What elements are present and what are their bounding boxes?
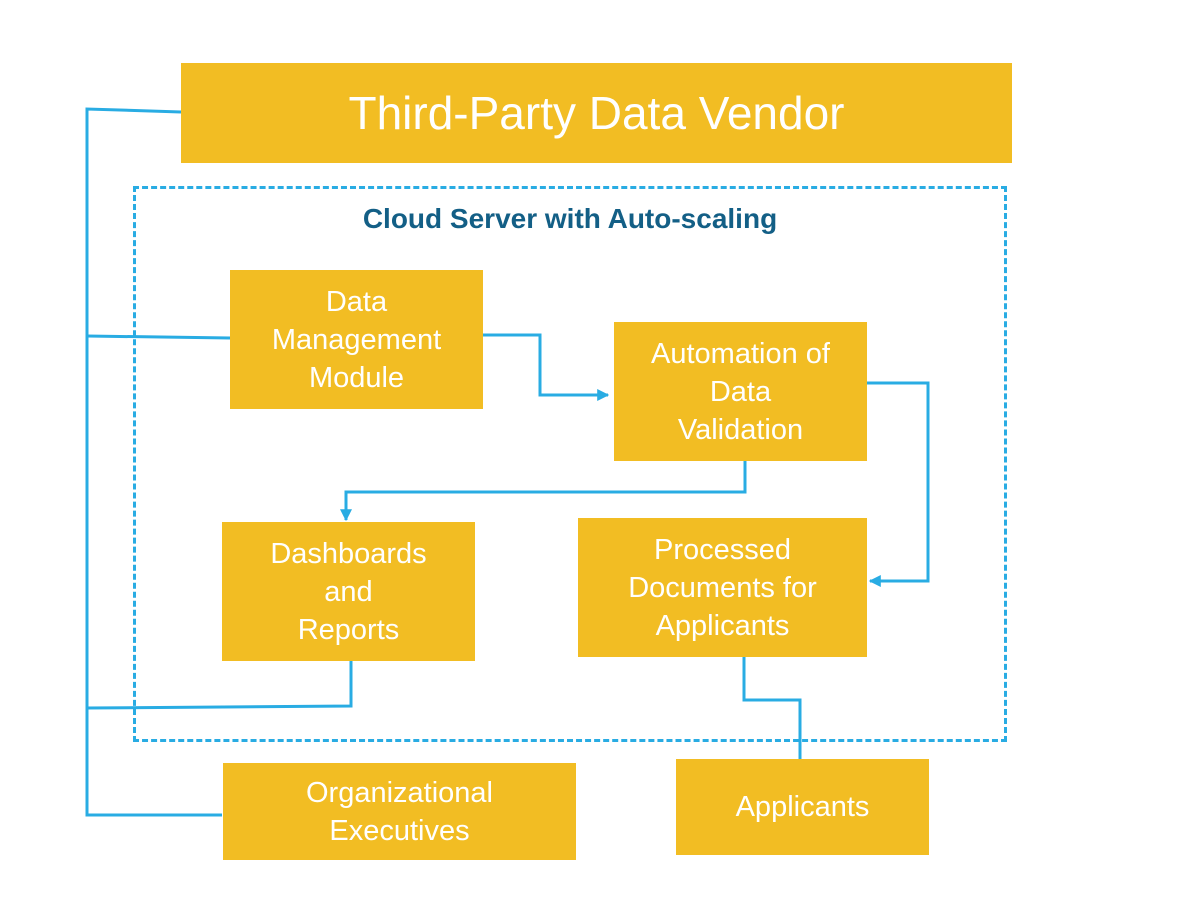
- data-management-module-box: Data Management Module: [230, 270, 483, 409]
- processed-documents-box: Processed Documents for Applicants: [578, 518, 867, 657]
- applicants-label: Applicants: [735, 791, 870, 823]
- processed-docs-label: Processed Documents for Applicants: [628, 533, 817, 642]
- third-party-data-vendor-box: Third-Party Data Vendor: [181, 63, 1012, 163]
- trunk-to-data-management-line: [86, 334, 231, 340]
- dashboards-to-trunk-line: [86, 661, 353, 710]
- cloud-server-boundary: [133, 186, 1007, 742]
- applicants-box: Applicants: [676, 759, 929, 855]
- cloud-server-title: Cloud Server with Auto-scaling: [362, 203, 778, 234]
- data-management-to-automation-arrow: [483, 333, 610, 401]
- dashboards-reports-box: Dashboards and Reports: [222, 522, 475, 661]
- automation-to-processed-docs-arrow: [866, 381, 930, 587]
- automation-to-dashboards-arrow: [340, 461, 747, 522]
- processed-docs-to-applicants-line: [742, 657, 802, 760]
- automation-label: Automation of Data Validation: [651, 337, 830, 446]
- left-trunk-line: [85, 107, 222, 817]
- dashboards-label: Dashboards and Reports: [270, 537, 427, 646]
- organizational-executives-box: Organizational Executives: [223, 763, 576, 860]
- executives-label: Organizational Executives: [306, 776, 493, 847]
- automation-data-validation-box: Automation of Data Validation: [614, 322, 867, 461]
- vendor-label: Third-Party Data Vendor: [348, 87, 845, 139]
- data-management-label: Data Management Module: [271, 285, 442, 394]
